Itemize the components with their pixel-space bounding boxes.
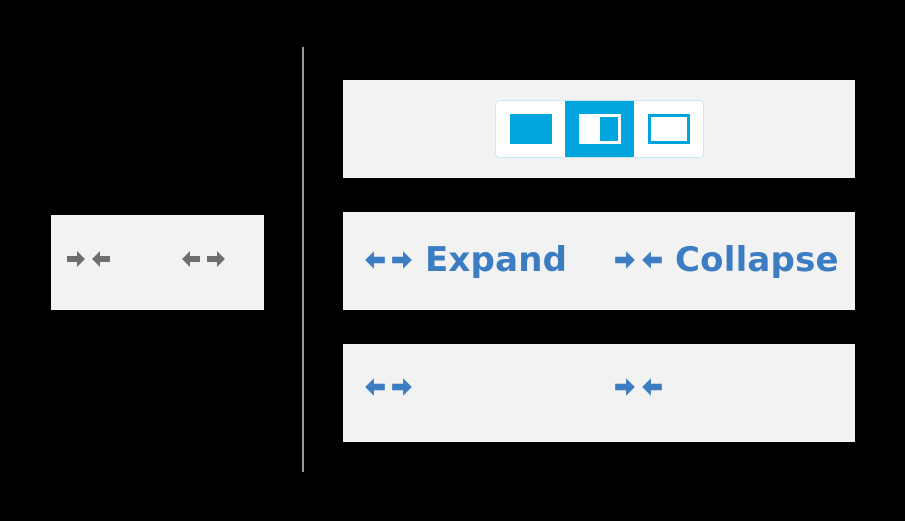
arrow-left-icon (182, 251, 200, 267)
arrow-right-icon (67, 251, 85, 267)
rectangle-outline-icon (647, 114, 690, 144)
arrow-right-icon (392, 378, 412, 396)
expand-arrows-icon[interactable] (363, 375, 414, 399)
arrow-left-icon (92, 251, 110, 267)
rectangle-filled-icon (509, 114, 552, 144)
collapse-arrows-icon[interactable] (65, 248, 112, 270)
labeled-actions-panel (343, 212, 855, 310)
layout-segmented-control[interactable] (496, 101, 703, 157)
arrow-right-icon (207, 251, 225, 267)
arrow-left-icon (365, 378, 385, 396)
collapse-action-label: Collapse (675, 240, 839, 280)
arrow-right-icon (392, 251, 412, 269)
split-pane-right (599, 117, 618, 141)
segment-outline-view[interactable] (634, 101, 703, 157)
collapse-arrows-icon (613, 248, 664, 272)
arrow-right-icon (615, 378, 635, 396)
expand-action-label: Expand (425, 240, 568, 280)
segment-split-view[interactable] (565, 101, 634, 157)
arrow-left-icon (642, 378, 662, 396)
segment-full-view[interactable] (496, 101, 565, 157)
arrow-right-icon (615, 251, 635, 269)
collapse-action[interactable]: Collapse (613, 243, 839, 277)
collapse-arrows-icon[interactable] (613, 375, 664, 399)
rectangle-split-icon (578, 114, 621, 144)
expand-action[interactable]: Expand (363, 243, 567, 277)
vertical-divider (302, 47, 304, 472)
arrow-left-icon (642, 251, 662, 269)
icon-only-actions-panel (343, 344, 855, 442)
gray-arrow-panel (51, 215, 264, 310)
arrow-left-icon (365, 251, 385, 269)
expand-arrows-icon[interactable] (180, 248, 227, 270)
split-pane-left (581, 117, 600, 141)
expand-arrows-icon (363, 248, 414, 272)
